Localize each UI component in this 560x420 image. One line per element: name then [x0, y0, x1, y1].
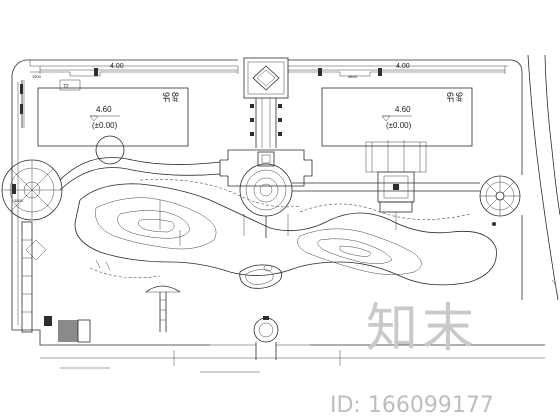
watermark: 知末 ID: 166099177: [330, 299, 494, 418]
pond: [239, 264, 283, 289]
central-plaza: [219, 149, 313, 238]
road-right: [527, 54, 560, 301]
building-8-number: 8#: [170, 92, 180, 102]
left-pavilion: 3800: [1, 159, 63, 221]
building-8-relative: (±0.00): [92, 121, 118, 130]
building-9-floors: 6F: [445, 92, 455, 103]
building-9: 4.60 (±0.00) 9# 6F: [321, 87, 473, 147]
south-gate: [173, 316, 341, 366]
top-edge-markers: 1500 3800: [20, 68, 505, 128]
watermark-logo: 知末: [366, 299, 478, 359]
small-dim-right: 3800: [348, 74, 358, 79]
watermark-id: ID: 166099177: [330, 393, 494, 418]
building-8: 72 4.60 (±0.00) 8# 9F: [37, 79, 189, 147]
umbrella-pavilion: [145, 285, 181, 332]
dimension-line-left: 4.00: [39, 63, 239, 74]
building-9-elevation: 4.60: [395, 105, 411, 114]
dimension-left-top: 4.00: [110, 63, 124, 70]
lawn-contours: [74, 179, 497, 286]
small-dim-left: 1500: [32, 74, 42, 79]
dimension-right-top: 4.00: [396, 63, 410, 70]
building-9-number: 9#: [454, 92, 464, 102]
central-axis: [243, 57, 289, 148]
site-boundary: [11, 59, 545, 346]
building-9-relative: (±0.00): [386, 121, 412, 130]
building-8-floors: 9F: [161, 92, 171, 103]
building-8-small-box: 72: [63, 84, 69, 90]
bottom-edge: [40, 357, 545, 373]
building-8-elevation: 4.60: [96, 105, 112, 114]
left-side-dim: 3800: [14, 198, 24, 203]
left-paths: [21, 135, 221, 343]
right-pavilion: [479, 175, 521, 226]
east-walkway: [292, 140, 480, 230]
